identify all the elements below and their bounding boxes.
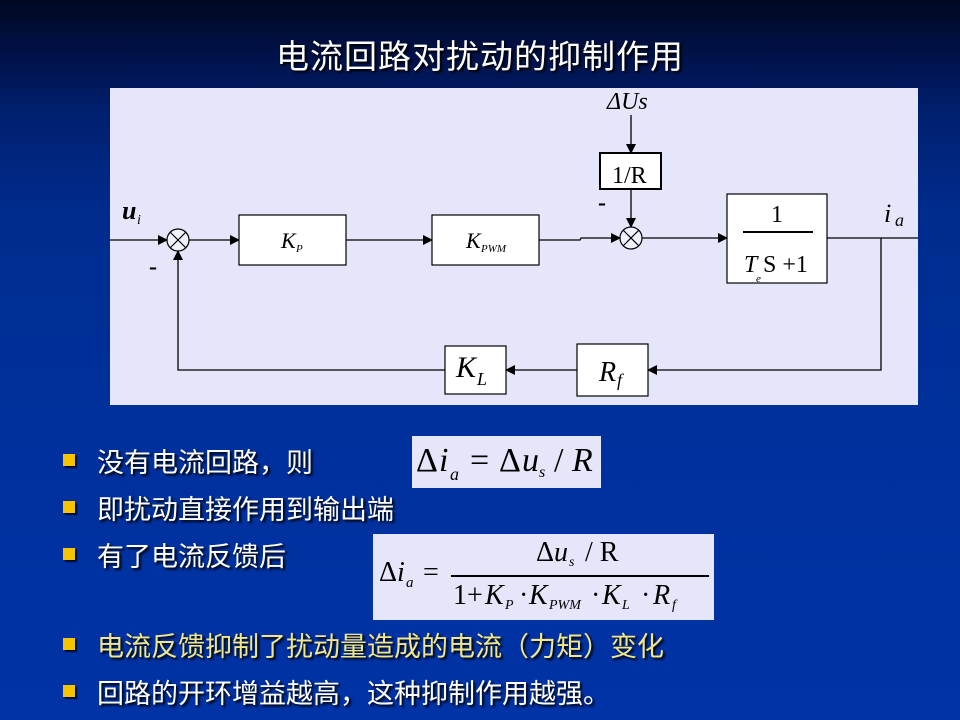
rf-subscript: f — [617, 370, 625, 390]
inv-r-block — [599, 152, 662, 190]
input-subscript: i — [137, 213, 141, 228]
rf-label: R — [598, 357, 616, 388]
bullet-item-1: 没有电流回路，则 — [63, 440, 313, 480]
kpwm-label: K — [465, 228, 482, 253]
bullet-item-2: 即扰动直接作用到输出端 — [63, 487, 394, 527]
fraction-bar — [451, 575, 709, 577]
bullet-square-icon — [63, 638, 75, 650]
plant-block — [726, 193, 828, 284]
bullet-text-highlight: 电流反馈抑制了扰动量造成的电流（力矩）变化 — [97, 631, 664, 663]
formula-with-feedback: Δ i a = Δ u s / R 1+ K P · K PWM · K L ·… — [373, 534, 714, 620]
slide-title: 电流回路对扰动的抑制作用 — [276, 37, 684, 76]
bullet-item-4: 电流反馈抑制了扰动量造成的电流（力矩）变化 — [63, 624, 664, 664]
bullet-square-icon — [63, 548, 75, 560]
input-label: u — [122, 196, 136, 225]
feedback-line-to-sum1 — [173, 250, 445, 371]
bullet-text: 有了电流反馈后 — [97, 541, 286, 573]
kl-block — [444, 345, 507, 395]
disturbance-label: ΔUs — [606, 89, 648, 115]
bullet-item-5: 回路的开环增益越高，这种抑制作用越强。 — [63, 671, 610, 711]
minus-sign-feedback: - — [149, 254, 157, 280]
kp-subscript: P — [295, 243, 303, 255]
bullet-square-icon — [63, 685, 75, 697]
plant-denominator-subscript: e — [756, 273, 761, 285]
feedback-line-to-rf — [647, 238, 882, 375]
formula-no-loop: Δ i a = Δ u s / R — [412, 436, 601, 488]
kpwm-subscript: PWM — [480, 243, 507, 255]
bullet-text: 没有电流回路，则 — [97, 447, 313, 479]
kp-label: K — [280, 228, 297, 253]
inv-r-label: 1/R — [612, 163, 647, 189]
output-label: i — [884, 199, 891, 228]
bullet-square-icon — [63, 454, 75, 466]
output-subscript: a — [895, 210, 904, 230]
kl-label: K — [455, 351, 478, 384]
summing-junction-2 — [619, 226, 643, 250]
plant-denominator-rest: S +1 — [763, 252, 808, 278]
plant-denominator-t: T — [744, 252, 759, 278]
summing-junction-1 — [166, 228, 190, 252]
kl-subscript: L — [476, 369, 487, 389]
bullet-text: 即扰动直接作用到输出端 — [97, 494, 394, 526]
rf-block — [576, 343, 649, 397]
bullet-item-3: 有了电流反馈后 — [63, 534, 286, 574]
minus-sign-disturbance: - — [598, 190, 606, 216]
kpwm-output-line — [539, 233, 621, 243]
kp-block — [238, 214, 347, 266]
kpwm-block — [431, 214, 540, 266]
bullet-square-icon — [63, 501, 75, 513]
bullet-text: 回路的开环增益越高，这种抑制作用越强。 — [97, 678, 610, 710]
plant-numerator: 1 — [771, 202, 783, 228]
